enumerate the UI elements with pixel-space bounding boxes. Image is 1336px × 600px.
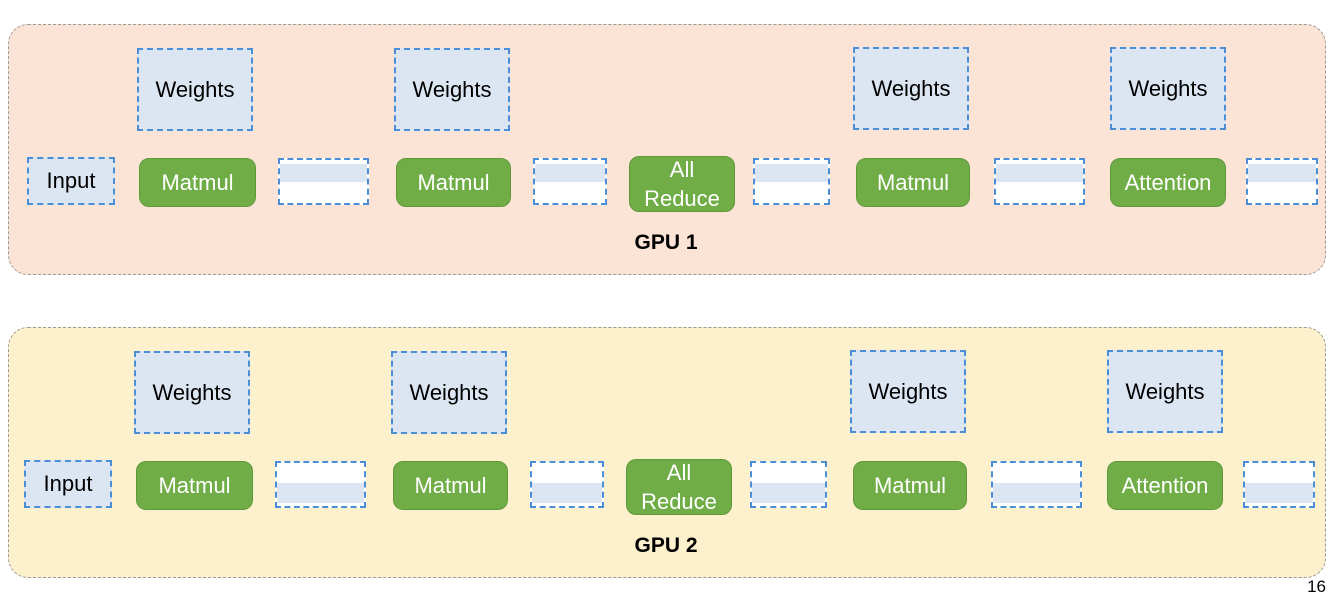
gpu-1-weights-1: Weights	[137, 48, 253, 131]
gpu-1-matmul-1-op: Matmul	[139, 158, 256, 207]
tensor-fill	[277, 483, 364, 503]
tensor-fill	[1248, 164, 1316, 182]
gpu-2-tensor-5	[1243, 461, 1315, 508]
weights-label: Weights	[152, 379, 232, 405]
gpu-1-tensor-4	[994, 158, 1085, 205]
gpu-1-weights-4: Weights	[1110, 47, 1226, 130]
tensor-fill	[280, 164, 367, 182]
gpu-2-tensor-4	[991, 461, 1082, 508]
tensor-fill	[1245, 483, 1313, 503]
gpu-2-tensor-3	[750, 461, 827, 508]
weights-label: Weights	[1125, 378, 1205, 404]
gpu-1-weights-3: Weights	[853, 47, 969, 130]
tensor-fill	[535, 164, 605, 182]
gpu-1-tensor-2	[533, 158, 607, 205]
tensor-fill	[996, 164, 1083, 182]
gpu-1-tensor-5	[1246, 158, 1318, 205]
gpu-1-matmul-2-op: Matmul	[396, 158, 511, 207]
attention-label: Attention	[1124, 170, 1212, 195]
tensor-fill	[752, 483, 825, 503]
gpu-2-attention-op: Attention	[1107, 461, 1223, 510]
attention-label: Attention	[1121, 473, 1209, 498]
weights-label: Weights	[409, 379, 489, 405]
gpu-1-attention-op: Attention	[1110, 158, 1226, 207]
gpu-2-weights-3: Weights	[850, 350, 966, 433]
weights-label: Weights	[155, 76, 235, 102]
gpu-1-tensor-1	[278, 158, 369, 205]
weights-label: Weights	[868, 378, 948, 404]
gpu-1-tensor-3	[753, 158, 830, 205]
gpu-1-matmul-3-op: Matmul	[856, 158, 970, 207]
all-reduce-line-2: Reduce	[644, 186, 720, 211]
page-number: 16	[1307, 577, 1326, 596]
gpu-2-weights-1: Weights	[134, 351, 250, 434]
matmul-1-label: Matmul	[158, 473, 231, 498]
input-label: Input	[43, 471, 93, 496]
gpu-2-weights-4: Weights	[1107, 350, 1223, 433]
matmul-3-label: Matmul	[876, 170, 950, 195]
weights-label: Weights	[412, 76, 492, 102]
matmul-2-label: Matmul	[414, 473, 487, 498]
gpu-2-matmul-1-op: Matmul	[136, 461, 253, 510]
gpu-1-label: GPU 1	[634, 231, 698, 254]
gpu-1-input-box: Input	[27, 157, 115, 205]
tensor-fill	[532, 483, 602, 503]
gpu-2-label: GPU 2	[634, 534, 698, 557]
weights-label: Weights	[1128, 75, 1208, 101]
matmul-2-label: Matmul	[417, 170, 490, 195]
tensor-fill	[993, 483, 1080, 503]
input-label: Input	[46, 168, 96, 193]
all-reduce-line-1: All	[669, 157, 695, 182]
matmul-3-label: Matmul	[873, 473, 947, 498]
gpu-2-tensor-2	[530, 461, 604, 508]
gpu-2-tensor-1	[275, 461, 366, 508]
tensor-fill	[755, 164, 828, 182]
gpu-2-input-box: Input	[24, 460, 112, 508]
gpu-2-matmul-2-op: Matmul	[393, 461, 508, 510]
gpu-1-weights-2: Weights	[394, 48, 510, 131]
all-reduce-line-1: All	[666, 460, 692, 485]
matmul-1-label: Matmul	[161, 170, 234, 195]
gpu-2-weights-2: Weights	[391, 351, 507, 434]
all-reduce-line-2: Reduce	[641, 489, 717, 514]
weights-label: Weights	[871, 75, 951, 101]
gpu-2-matmul-3-op: Matmul	[853, 461, 967, 510]
